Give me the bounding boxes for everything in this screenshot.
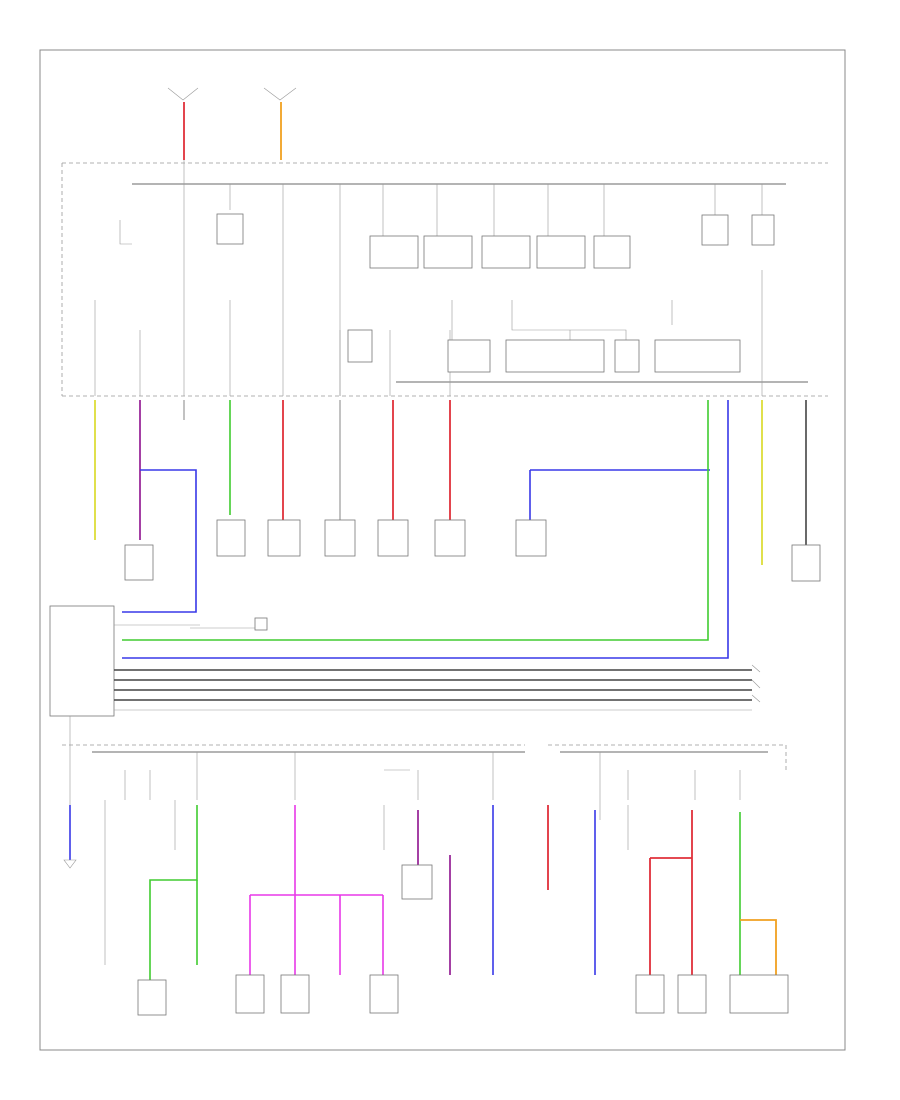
fuse-box-module <box>593 235 631 269</box>
diagram-border <box>39 49 846 1051</box>
component-box <box>280 974 310 1014</box>
fuse-box-module <box>423 235 473 269</box>
fuse-box-module <box>505 339 605 373</box>
connector-box <box>401 864 433 900</box>
component-box <box>369 974 399 1014</box>
component-box <box>124 544 154 581</box>
fuse-box-module <box>751 214 775 246</box>
control-module-box <box>49 605 115 717</box>
component-box <box>235 974 265 1014</box>
component-box <box>791 544 821 582</box>
top-feed-left <box>167 87 199 160</box>
upper-fuse-box <box>61 160 828 397</box>
fuse-box-module <box>369 235 419 269</box>
lower-wires <box>63 805 789 1016</box>
component-box <box>635 974 665 1014</box>
fuse-box-module <box>347 329 373 363</box>
component-box <box>216 519 246 557</box>
component-box <box>729 974 789 1014</box>
fuse-box-module <box>536 235 586 269</box>
fuse-box-module <box>614 339 640 373</box>
top-feed-right <box>263 87 297 160</box>
fuse-box-module <box>701 214 729 246</box>
component-box <box>324 519 356 557</box>
component-box <box>515 519 547 557</box>
fuse-box-module <box>654 339 741 373</box>
switch-box <box>254 617 268 631</box>
fuse-box-module <box>216 213 244 245</box>
mid-wires <box>94 400 821 659</box>
lower-fuse-box <box>62 744 787 965</box>
component-box <box>137 979 167 1016</box>
component-box <box>267 519 301 557</box>
control-module <box>49 605 761 745</box>
component-box <box>677 974 707 1014</box>
fuse-box-module <box>447 339 491 373</box>
component-box <box>377 519 409 557</box>
component-box <box>434 519 466 557</box>
fuse-box-module <box>481 235 531 269</box>
